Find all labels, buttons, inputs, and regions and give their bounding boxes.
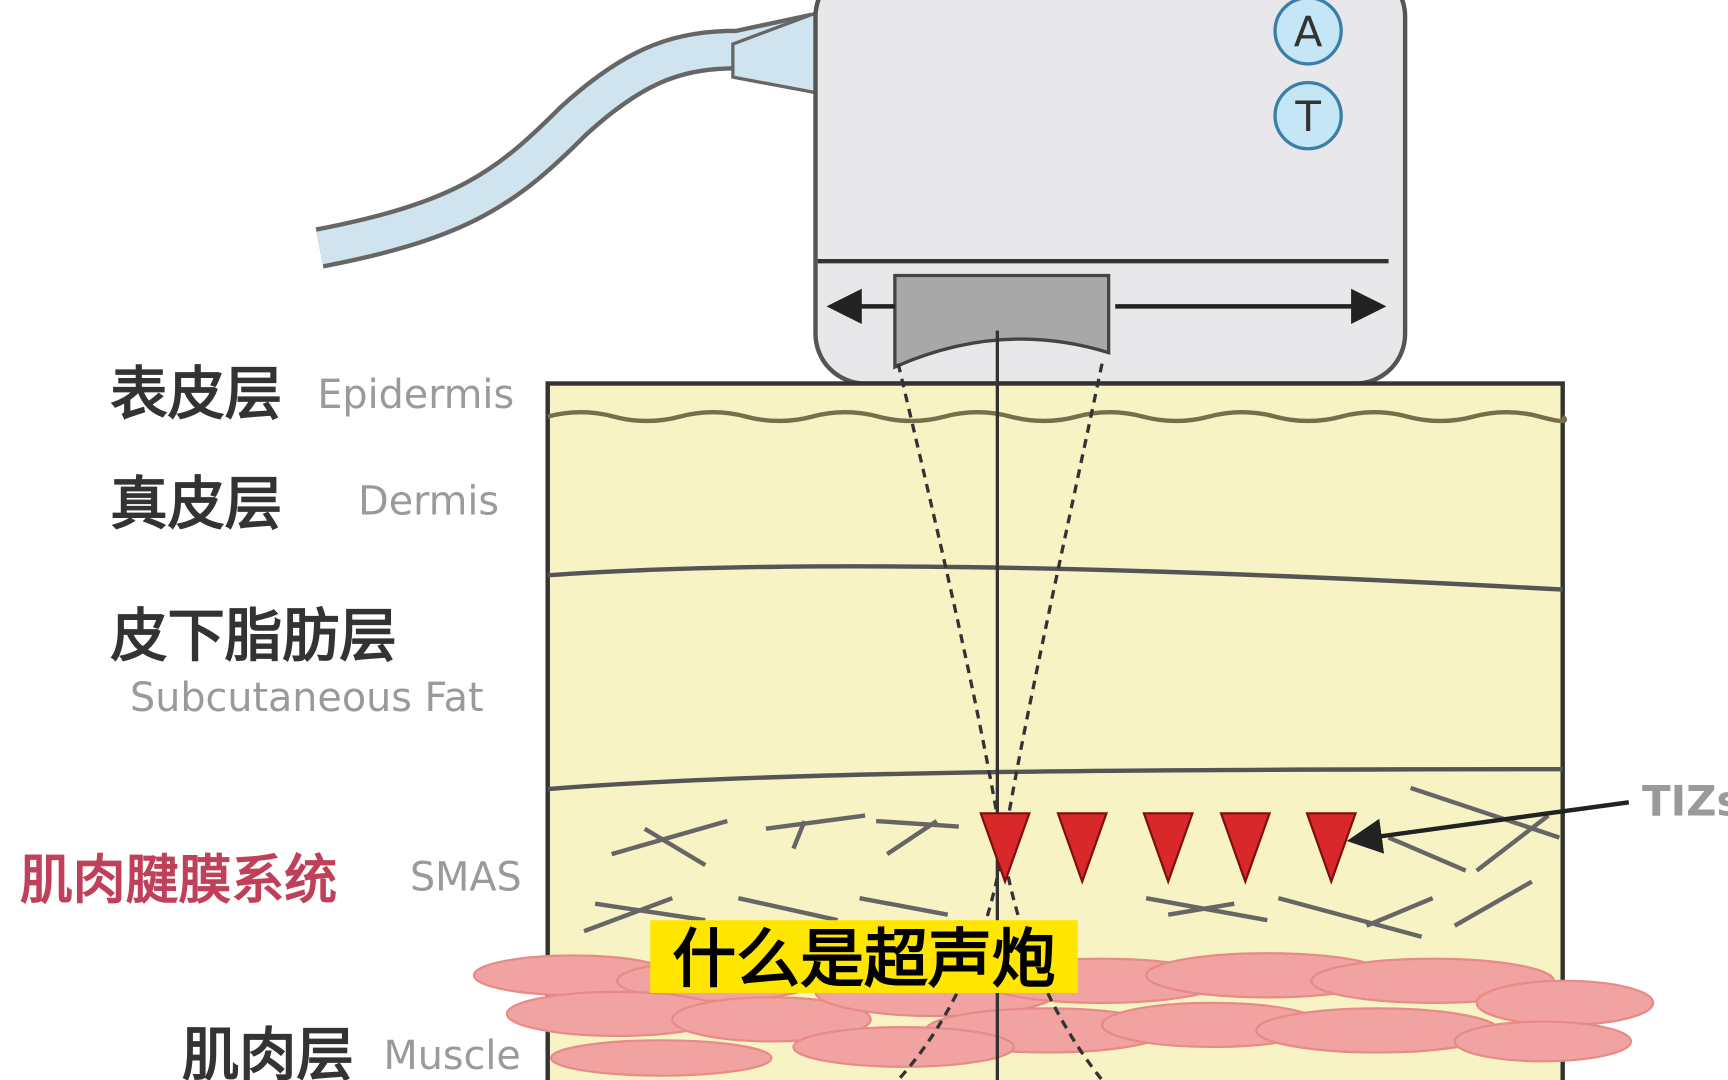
label-muscle-zh: 肌肉层 xyxy=(182,1021,354,1080)
muscle-layer xyxy=(472,952,1655,1077)
label-epidermis-zh: 表皮层 xyxy=(110,360,282,427)
transducer xyxy=(893,273,1111,370)
video-caption: 什么是超声炮 xyxy=(650,920,1078,997)
label-fat-zh: 皮下脂肪层 xyxy=(110,603,397,670)
tizs-pointer xyxy=(1346,800,1630,854)
dermis-line xyxy=(547,564,1563,592)
epidermis-line xyxy=(547,410,1568,424)
svg-text:什么是超声炮: 什么是超声炮 xyxy=(672,923,1055,997)
svg-text:A: A xyxy=(1294,7,1323,56)
button-a: A xyxy=(1273,0,1343,66)
cable xyxy=(315,8,823,269)
tiz-marker xyxy=(1056,812,1109,885)
button-t: T xyxy=(1273,81,1343,151)
label-smas-en: SMAS xyxy=(410,854,522,900)
label-dermis-en: Dermis xyxy=(358,479,499,525)
tiz-marker xyxy=(1142,812,1194,885)
svg-text:T: T xyxy=(1294,92,1321,141)
tiz-markers xyxy=(979,812,1358,885)
smas-fibers xyxy=(583,785,1561,939)
tiz-marker xyxy=(1305,812,1358,885)
ultrasound-device: A T xyxy=(813,0,1408,386)
label-fat-en: Subcutaneous Fat xyxy=(130,675,483,721)
tizs-label: TIZs xyxy=(1642,777,1728,826)
label-muscle-en: Muscle xyxy=(384,1033,521,1079)
tiz-marker xyxy=(1219,812,1272,885)
fat-line xyxy=(547,767,1563,792)
label-dermis-zh: 真皮层 xyxy=(110,470,282,537)
label-smas-zh: 肌肉腱膜系统 xyxy=(20,850,337,911)
tiz-marker xyxy=(979,812,1031,885)
label-epidermis-en: Epidermis xyxy=(317,372,514,418)
